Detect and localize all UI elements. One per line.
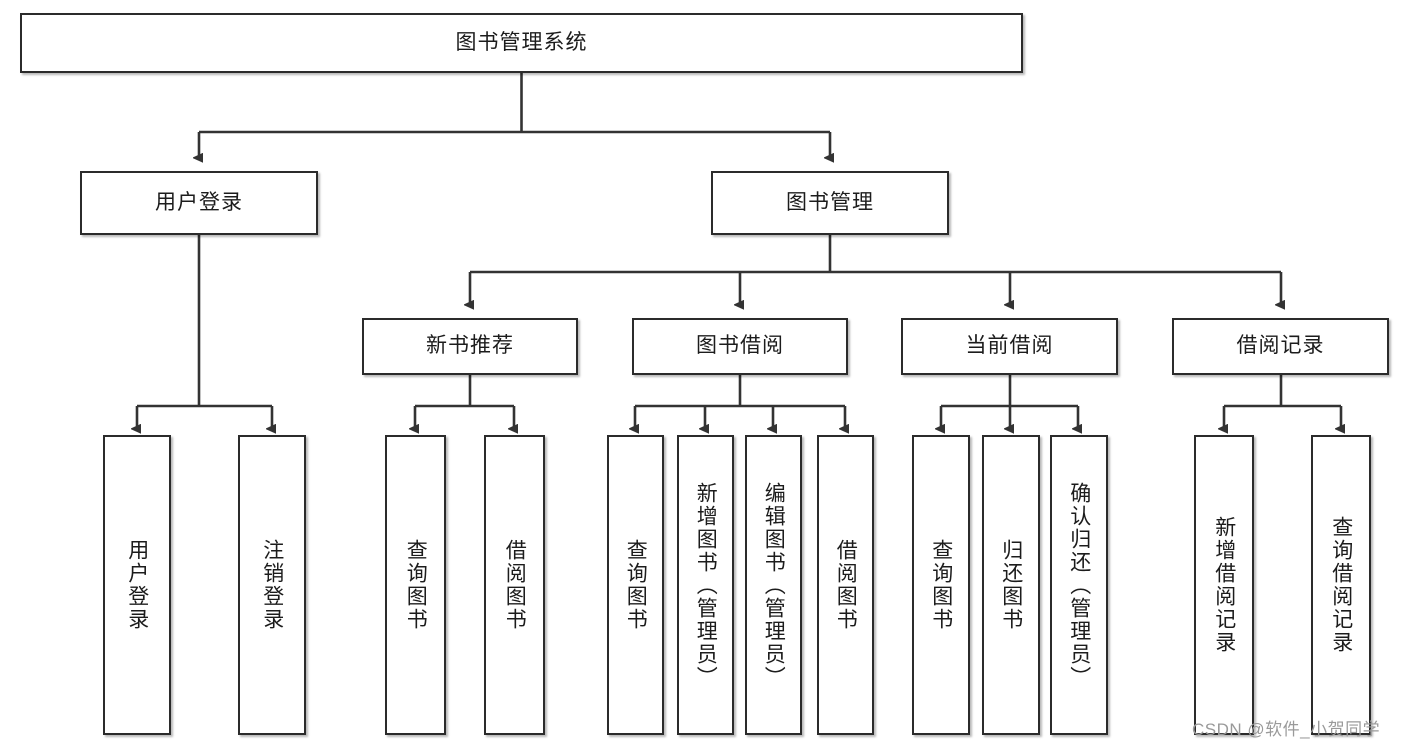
edge-bookmanage-to-level3 (470, 235, 1281, 305)
node-label: 注销登录 (260, 539, 284, 631)
node-label: 用户登录 (125, 539, 149, 631)
leaf-user-login[interactable]: 用户登录 (103, 435, 171, 735)
node-label: 用户登录 (155, 190, 243, 214)
node-label: 查询图书 (929, 539, 953, 631)
node-label: 图书管理 (786, 190, 874, 214)
leaf-logout-login[interactable]: 注销登录 (238, 435, 306, 735)
leaf-borrow-book-2[interactable]: 借阅图书 (817, 435, 874, 735)
node-label: 查询借阅记录 (1329, 516, 1353, 654)
node-label: 新书推荐 (426, 334, 514, 358)
leaf-borrow-book-1[interactable]: 借阅图书 (484, 435, 545, 735)
leaf-query-book-2[interactable]: 查询图书 (607, 435, 664, 735)
node-label: 借阅记录 (1236, 334, 1325, 358)
csdn-watermark: CSDN @软件_小贺同学 (1192, 720, 1381, 739)
node-borrow-record[interactable]: 借阅记录 (1172, 318, 1389, 375)
edge-newbook-to-leaves (415, 375, 514, 429)
leaf-edit-book[interactable]: 编辑图书（管理员） (745, 435, 802, 735)
edge-userlogin-to-leaves (137, 235, 272, 429)
leaf-return-book[interactable]: 归还图书 (982, 435, 1040, 735)
node-label: 图书管理系统 (455, 30, 588, 54)
node-label: 归还图书 (999, 539, 1023, 631)
node-label: 确认归还（管理员） (1067, 481, 1091, 689)
node-label: 借阅图书 (834, 539, 858, 631)
node-label: 新增借阅记录 (1212, 516, 1236, 654)
edge-borrowrecord-to-leaves (1224, 375, 1341, 429)
node-label: 查询图书 (404, 539, 428, 631)
edge-root-to-level2 (199, 73, 830, 158)
leaf-add-book[interactable]: 新增图书（管理员） (677, 435, 734, 735)
node-book-borrow[interactable]: 图书借阅 (632, 318, 848, 375)
leaf-query-book-3[interactable]: 查询图书 (912, 435, 970, 735)
node-new-book-recommend[interactable]: 新书推荐 (362, 318, 578, 375)
leaf-add-record[interactable]: 新增借阅记录 (1194, 435, 1254, 735)
node-label: 借阅图书 (503, 539, 527, 631)
node-user-login[interactable]: 用户登录 (80, 171, 318, 235)
node-label: 编辑图书（管理员） (762, 481, 786, 689)
node-label: 新增图书（管理员） (694, 481, 718, 689)
node-label: 查询图书 (624, 539, 648, 631)
node-label: 图书借阅 (696, 334, 784, 358)
node-root-book-management-system[interactable]: 图书管理系统 (20, 13, 1023, 73)
node-label: 当前借阅 (965, 334, 1054, 358)
edge-bookborrow-to-leaves (635, 375, 845, 429)
node-book-manage[interactable]: 图书管理 (711, 171, 949, 235)
node-current-borrow[interactable]: 当前借阅 (901, 318, 1118, 375)
leaf-query-book-1[interactable]: 查询图书 (385, 435, 446, 735)
leaf-confirm-return[interactable]: 确认归还（管理员） (1050, 435, 1108, 735)
leaf-query-record[interactable]: 查询借阅记录 (1311, 435, 1371, 735)
edge-currentborrow-to-leaves (941, 375, 1078, 429)
